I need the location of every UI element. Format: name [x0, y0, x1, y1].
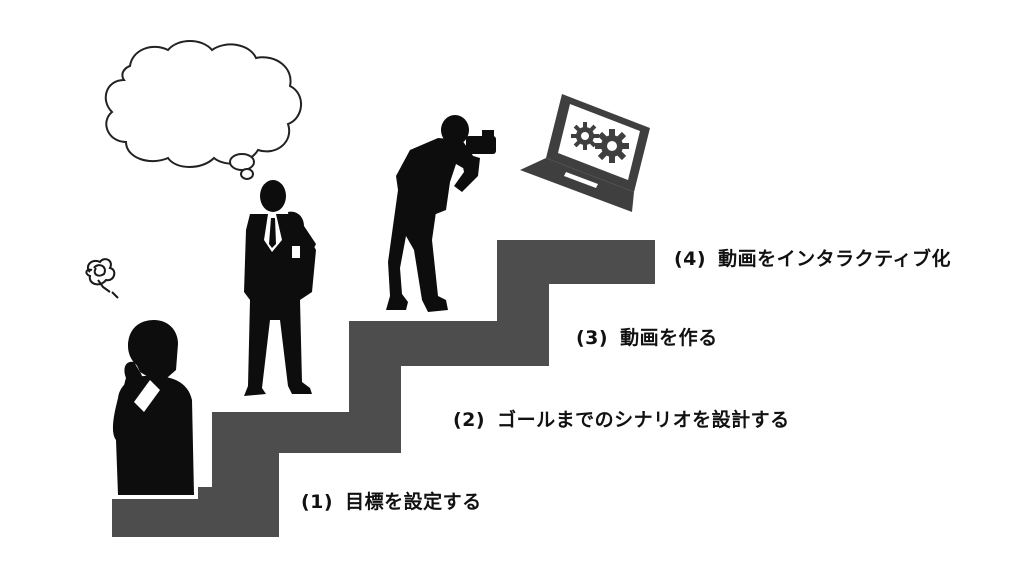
step-number-1: (1) [301, 491, 334, 513]
step-text-4: 動画をインタラクティブ化 [718, 248, 951, 270]
step-text-1: 目標を設定する [345, 491, 482, 513]
thought-bubble-icon [104, 40, 302, 180]
gear-icon [595, 129, 629, 163]
photographer-icon [386, 115, 496, 312]
step-label-2: (2) ゴールまでのシナリオを設計する [453, 405, 790, 432]
step-label-1: (1) 目標を設定する [301, 487, 482, 514]
laptop-gears-icon [520, 94, 650, 212]
step-label-4: (4) 動画をインタラクティブ化 [674, 244, 951, 271]
gear-icon [571, 122, 599, 150]
step-number-3: (3) [576, 327, 609, 349]
step-text-2: ゴールまでのシナリオを設計する [497, 409, 790, 431]
confused-thinking-person-icon [112, 320, 194, 495]
step-number-4: (4) [674, 248, 707, 270]
step-number-2: (2) [453, 409, 486, 431]
squiggle-icon [85, 258, 119, 299]
step-text-3: 動画を作る [620, 327, 718, 349]
man-with-thought-bubble-icon [244, 180, 316, 396]
staircase [112, 240, 655, 537]
step-label-3: (3) 動画を作る [576, 323, 718, 350]
